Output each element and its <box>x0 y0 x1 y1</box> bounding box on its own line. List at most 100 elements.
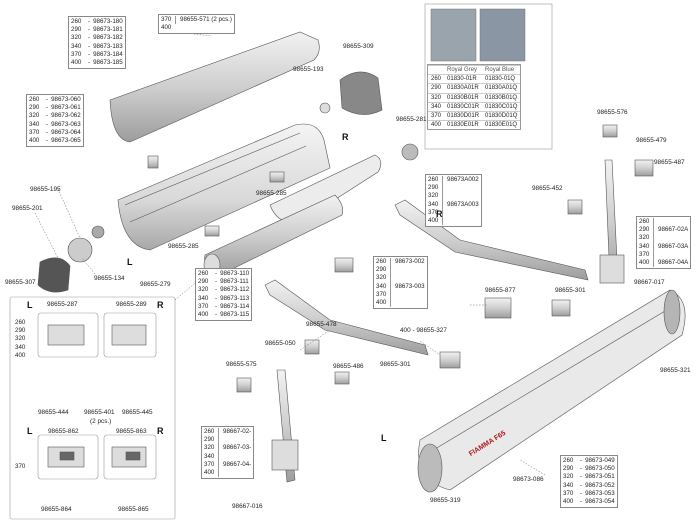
size-label: 340 <box>15 343 26 351</box>
label-98655-864: 98655-864 <box>41 506 72 513</box>
fabric-code: 01830E01R <box>444 120 483 130</box>
size-label: 340 <box>428 101 445 112</box>
front-panel-part <box>269 154 382 223</box>
spacer <box>218 469 223 478</box>
label-98667-017: 98667-017 <box>634 279 665 286</box>
part-code: 98673-054 <box>585 498 615 506</box>
size-label: 320 <box>376 274 387 282</box>
size-label: 340 <box>376 282 387 290</box>
dash: - <box>46 137 49 145</box>
spacer <box>390 290 395 300</box>
size-label: 320 <box>639 234 650 242</box>
part-code: 98673-050 <box>585 465 615 473</box>
label-98655-301: 98655-301 <box>380 361 411 368</box>
part-code: 98673-114 <box>220 302 250 310</box>
fabric-code: 01830B01R <box>444 92 483 103</box>
assembled-awning-part <box>418 289 686 491</box>
side-marker-left: L <box>381 433 387 443</box>
royal-blue-swatch <box>479 8 526 62</box>
label-98655-576: 98655-576 <box>597 109 628 116</box>
part-code: 98673-183 <box>93 42 123 50</box>
label-98655-877: 98655-877 <box>485 287 516 294</box>
dash: - <box>580 498 583 506</box>
dash: - <box>215 294 218 302</box>
label-98655-321: 98655-321 <box>660 367 691 374</box>
size-label: 370 <box>428 208 439 216</box>
label-98667-016: 98667-016 <box>232 503 263 510</box>
part-code: 98673-002 <box>390 258 425 267</box>
royal-grey-swatch <box>430 8 477 62</box>
spacer <box>218 436 223 445</box>
dash: - <box>88 26 91 34</box>
side-marker-left: L <box>127 257 133 267</box>
size-label: 370 <box>29 128 40 136</box>
dash: - <box>46 96 49 103</box>
part-code: 98667-02A <box>653 226 688 235</box>
part-code: 98673-053 <box>585 489 615 497</box>
dash: - <box>46 128 49 136</box>
label-98655-134: 98655-134 <box>94 275 125 282</box>
size-label: 260 <box>563 457 574 464</box>
side-marker-right: R <box>157 300 164 310</box>
dash: - <box>580 489 583 497</box>
dash: - <box>88 50 91 58</box>
dash: - <box>215 286 218 294</box>
part-code: 98673-003 <box>390 282 425 291</box>
label-98655-444: 98655-444 <box>38 409 69 416</box>
size-label: 290 <box>639 226 650 234</box>
size-label: 400 <box>563 498 574 506</box>
dash: - <box>88 59 91 67</box>
size-label: 260 <box>15 319 26 326</box>
part-code: 98673-052 <box>585 481 615 489</box>
size-label: 290 <box>71 26 82 34</box>
size-label: 320 <box>428 192 439 200</box>
right-arm-upper-part <box>394 199 589 281</box>
size-label: 400 <box>15 351 26 359</box>
dash: - <box>580 457 583 464</box>
size-label: 290 <box>15 327 26 335</box>
size-label: 290 <box>428 83 445 94</box>
end-cap-right-part <box>339 71 383 115</box>
size-label: 320 <box>428 92 445 103</box>
bracket-370-table: 370 <box>13 462 28 473</box>
size-label: 320 <box>198 286 209 294</box>
size-label: 320 <box>563 473 574 481</box>
spacer <box>653 250 658 260</box>
size-label: 370 <box>376 290 387 298</box>
size-label: 340 <box>204 452 215 460</box>
dash: - <box>88 42 91 50</box>
fabric-code: 01830E01Q <box>482 120 521 130</box>
label-98655-478: 98655-478 <box>306 321 337 328</box>
label-98655-285: 98655-285 <box>256 190 287 197</box>
spacer <box>653 218 658 227</box>
dash: - <box>46 104 49 112</box>
size-label: 260 <box>428 74 445 84</box>
fabric-code: 01830A01Q <box>482 83 521 94</box>
label-98655-287: 98655-287 <box>47 301 78 308</box>
side-marker-right: R <box>436 209 443 219</box>
label-98655-195: 98655-195 <box>30 186 61 193</box>
size-label: 290 <box>198 278 209 286</box>
part-code: 98673-062 <box>51 112 81 120</box>
size-label: 340 <box>563 481 574 489</box>
size-label: 400 <box>29 137 40 145</box>
size-label: 260 <box>428 176 439 183</box>
label-98655-863: 98655-863 <box>116 428 147 435</box>
size-label: 370 <box>204 460 215 468</box>
size-label: 400 <box>71 59 82 67</box>
label-98655-285: 98655-285 <box>168 243 199 250</box>
label-98655-319: 98655-319 <box>430 497 461 504</box>
spacer <box>653 234 658 243</box>
size-label: 370 <box>198 302 209 310</box>
spacer <box>390 266 395 275</box>
label-98655-050: 98655-050 <box>265 340 296 347</box>
size-label: 340 <box>198 294 209 302</box>
